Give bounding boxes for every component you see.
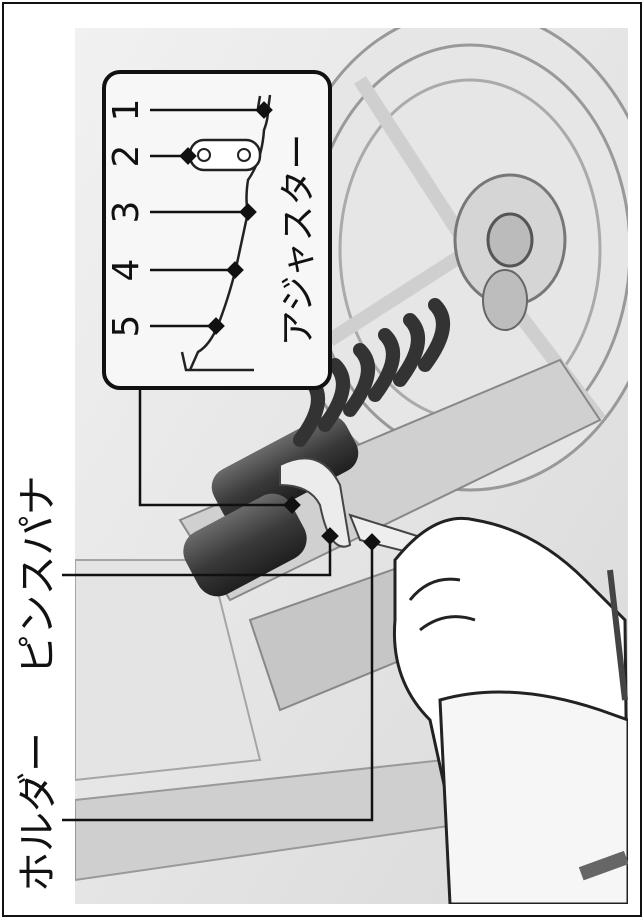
adjuster-inset: 1 2 3 4 5 アジャスター <box>104 72 330 388</box>
pin-spanner-label: ピンスパナ <box>15 475 61 674</box>
adjuster-label: アジャスター <box>278 134 319 347</box>
position-label-4: 4 <box>106 259 147 282</box>
holder-label: ホルダー <box>15 732 61 892</box>
position-label-1: 1 <box>106 99 147 122</box>
position-label-5: 5 <box>106 315 147 338</box>
position-label-3: 3 <box>106 201 147 224</box>
position-label-2: 2 <box>106 145 147 168</box>
